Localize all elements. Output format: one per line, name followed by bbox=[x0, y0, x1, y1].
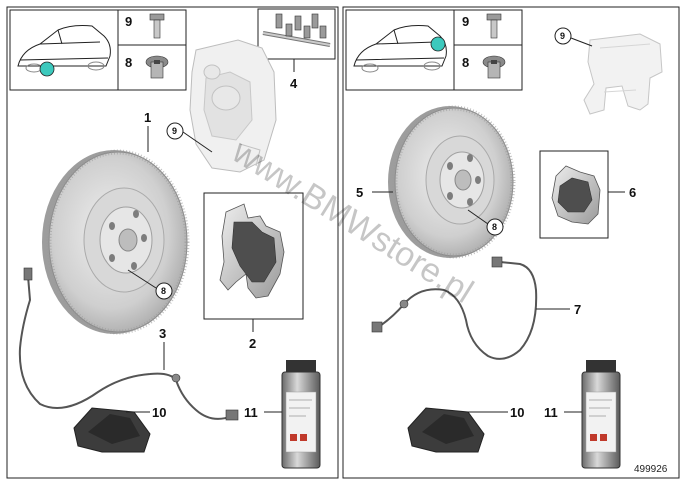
right-panel: 9 8 9 bbox=[342, 6, 680, 479]
left-spray-can-illustration bbox=[281, 360, 321, 469]
left-pads-box: 2 bbox=[203, 192, 304, 351]
left-sensor-callout-label: 3 bbox=[159, 326, 166, 341]
left-spray-callout-label: 11 bbox=[244, 405, 258, 420]
right-disc-callout-label: 5 bbox=[356, 185, 363, 200]
right-paste-illustration bbox=[407, 407, 485, 453]
bolt-icon bbox=[486, 13, 502, 39]
right-car-thumbnail bbox=[345, 9, 455, 91]
right-pads-callout-label: 6 bbox=[629, 185, 636, 200]
screw-icon bbox=[482, 55, 506, 79]
right-bolt-callout-label: 9 bbox=[560, 31, 565, 41]
clips-box: 4 bbox=[257, 8, 336, 91]
right-screw-row-label: 8 bbox=[462, 55, 469, 70]
brake-pad-illustration bbox=[219, 203, 285, 299]
left-brake-disc-illustration bbox=[42, 149, 190, 335]
left-panel: 9 8 bbox=[6, 6, 339, 479]
reference-number: 499926 bbox=[634, 464, 668, 475]
left-paste-callout-label: 10 bbox=[152, 405, 166, 420]
right-small-parts-table: 9 8 bbox=[453, 9, 523, 91]
bolt-icon bbox=[149, 13, 165, 39]
right-brake-disc-illustration bbox=[388, 105, 516, 259]
left-screw-row-label: 8 bbox=[125, 55, 132, 70]
left-disc-callout-label: 1 bbox=[144, 110, 151, 125]
right-pads-box: 6 bbox=[539, 150, 636, 239]
right-screw-callout-label: 8 bbox=[492, 222, 497, 232]
left-bolt-row-label: 9 bbox=[125, 14, 132, 29]
left-car-thumbnail bbox=[9, 9, 119, 91]
screw-icon bbox=[145, 55, 169, 79]
right-spray-callout-label: 11 bbox=[544, 405, 558, 420]
right-spray-can-illustration bbox=[581, 360, 621, 469]
right-position-marker-icon bbox=[430, 36, 446, 52]
left-position-marker-icon bbox=[39, 61, 55, 77]
right-bolt-row-label: 9 bbox=[462, 14, 469, 29]
left-pads-callout-label: 2 bbox=[249, 336, 256, 351]
caliper-illustration bbox=[189, 39, 277, 173]
right-wear-sensor-illustration bbox=[371, 256, 538, 360]
left-wear-sensor-illustration bbox=[18, 267, 239, 421]
caliper-bracket-illustration bbox=[583, 33, 663, 115]
right-panel-frame bbox=[342, 6, 680, 479]
right-paste-callout-label: 10 bbox=[510, 405, 524, 420]
right-sensor-callout-label: 7 bbox=[574, 302, 581, 317]
left-panel-frame bbox=[6, 6, 339, 479]
clips-callout-label: 4 bbox=[290, 76, 298, 91]
left-screw-callout-label: 8 bbox=[161, 286, 166, 296]
left-small-parts-table: 9 8 bbox=[117, 9, 187, 91]
bolt-callout-label: 9 bbox=[172, 126, 177, 136]
left-paste-illustration bbox=[73, 407, 151, 453]
brake-pad-illustration bbox=[551, 165, 601, 225]
